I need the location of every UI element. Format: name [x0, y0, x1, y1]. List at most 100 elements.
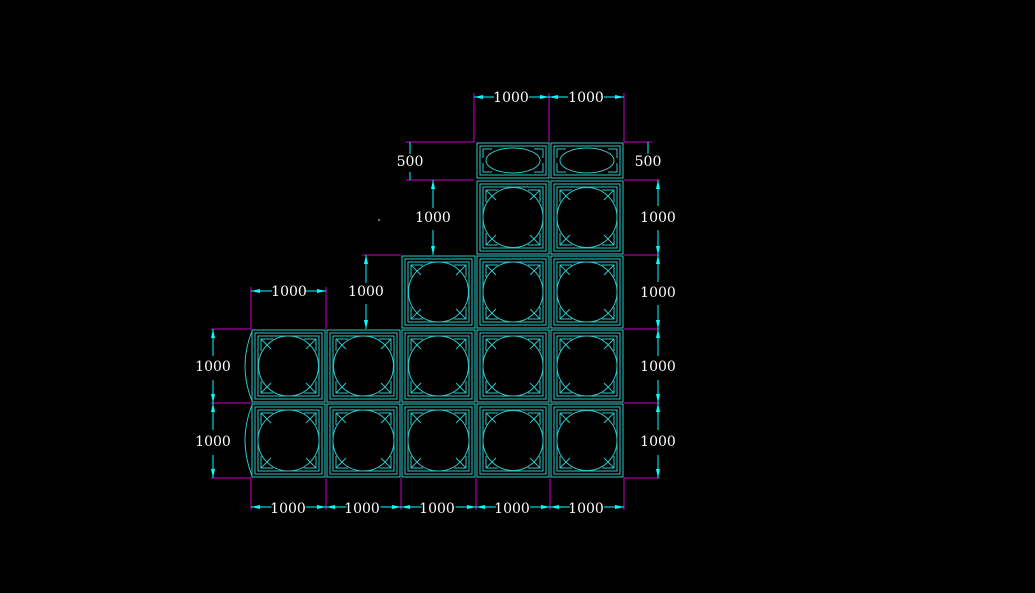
module-frame: [401, 329, 476, 403]
module-frame: [404, 258, 473, 326]
dim-half-height-right: 500: [635, 154, 662, 170]
dimension-arrow: [431, 246, 435, 255]
tank-module: [401, 255, 476, 329]
module-corner-diag: [529, 234, 541, 246]
tank-module: [326, 329, 401, 403]
module-frame: [404, 332, 473, 400]
module-corner-diag: [335, 382, 347, 394]
dimension-arrow: [549, 95, 558, 99]
dimension-arrow: [656, 469, 660, 478]
module-corner-diag: [559, 412, 571, 424]
dim-top-width-2: 1000: [568, 90, 604, 106]
module-corner-diag: [485, 234, 497, 246]
module-circle: [556, 410, 618, 471]
module-frame: [476, 329, 550, 403]
module-corner-diag: [529, 457, 541, 469]
module-corner-diag: [485, 382, 497, 394]
module-corner-diag: [603, 412, 615, 424]
module-frame: [550, 255, 624, 329]
module-circle: [258, 335, 319, 397]
module-frame: [251, 329, 326, 403]
tank-module: [550, 255, 624, 329]
dim-bottom-width-5: 1000: [568, 501, 604, 517]
tank-module: [476, 180, 550, 255]
module-circle: [332, 409, 395, 472]
module-frame: [476, 255, 550, 329]
module-corner-diag: [603, 382, 615, 394]
module-circle: [257, 409, 320, 472]
module-frame: [553, 258, 621, 326]
module-circle: [556, 261, 618, 323]
module-corner-diag: [485, 338, 497, 350]
tank-module: [550, 180, 624, 255]
dimension-arrow: [211, 329, 215, 338]
dim-bottom-width-3: 1000: [419, 501, 455, 517]
tank-module: [326, 403, 401, 478]
module-corner-diag: [455, 308, 467, 320]
module-ellipse: [559, 147, 615, 174]
module-circle: [482, 410, 544, 471]
module-frame: [479, 332, 547, 400]
dimension-arrow: [211, 394, 215, 403]
dimension-arrow: [656, 320, 660, 329]
module-corner-diag: [305, 412, 317, 424]
dimension-arrow: [550, 505, 559, 509]
module-corner-diag: [603, 308, 615, 320]
dim-step-left-width: 1000: [271, 284, 307, 300]
module-corner-diag: [529, 412, 541, 424]
dimension-arrow: [656, 246, 660, 255]
module-circle: [482, 335, 544, 397]
module-corner-diag: [485, 189, 497, 201]
dimension-lines: [211, 95, 660, 509]
dim-bottom-width-2: 1000: [344, 501, 380, 517]
dim-right-height-1: 1000: [640, 210, 676, 226]
module-corner-diag: [559, 457, 571, 469]
dimension-arrow: [656, 403, 660, 412]
module-corner-diag: [260, 412, 272, 424]
module-circle: [333, 335, 394, 397]
module-corner-diag: [305, 382, 317, 394]
module-corner-diag: [305, 457, 317, 469]
tank-half-module: [550, 142, 624, 179]
dim-right-height-3: 1000: [640, 359, 676, 375]
dimension-arrow: [431, 180, 435, 189]
module-frame: [550, 403, 624, 478]
module-corner-diag: [380, 382, 392, 394]
module-frame: [550, 329, 624, 403]
module-frame: [550, 180, 624, 255]
module-corner: [534, 163, 544, 173]
dimension-arrow: [656, 180, 660, 189]
module-corner: [482, 163, 492, 173]
dimension-arrow: [364, 255, 368, 264]
module-circle: [482, 261, 544, 323]
module-corner-diag: [485, 308, 497, 320]
module-corner-diag: [603, 264, 615, 276]
module-corner-diag: [559, 264, 571, 276]
module-frame: [404, 406, 473, 475]
tank-modules: [251, 142, 624, 478]
dimension-arrow: [251, 505, 260, 509]
module-frame: [251, 403, 326, 478]
dimension-arrow: [364, 320, 368, 329]
dim-step-mid-height: 1000: [415, 210, 451, 226]
dimension-arrow: [474, 95, 483, 99]
dimension-arrow: [326, 505, 335, 509]
module-corner-diag: [559, 382, 571, 394]
module-circle: [556, 335, 618, 397]
module-frame: [476, 142, 550, 179]
module-frame: [553, 145, 621, 176]
module-corner-diag: [380, 457, 392, 469]
tank-module: [476, 403, 550, 478]
dimension-arrow: [656, 394, 660, 403]
module-corner-diag: [559, 338, 571, 350]
tank-module: [476, 329, 550, 403]
module-corner-diag: [455, 264, 467, 276]
module-frame: [479, 258, 547, 326]
dimension-arrow: [317, 289, 326, 293]
dim-left-height-2: 1000: [195, 434, 231, 450]
module-circle: [408, 261, 469, 323]
module-corner: [608, 148, 618, 158]
module-corner-diag: [529, 382, 541, 394]
